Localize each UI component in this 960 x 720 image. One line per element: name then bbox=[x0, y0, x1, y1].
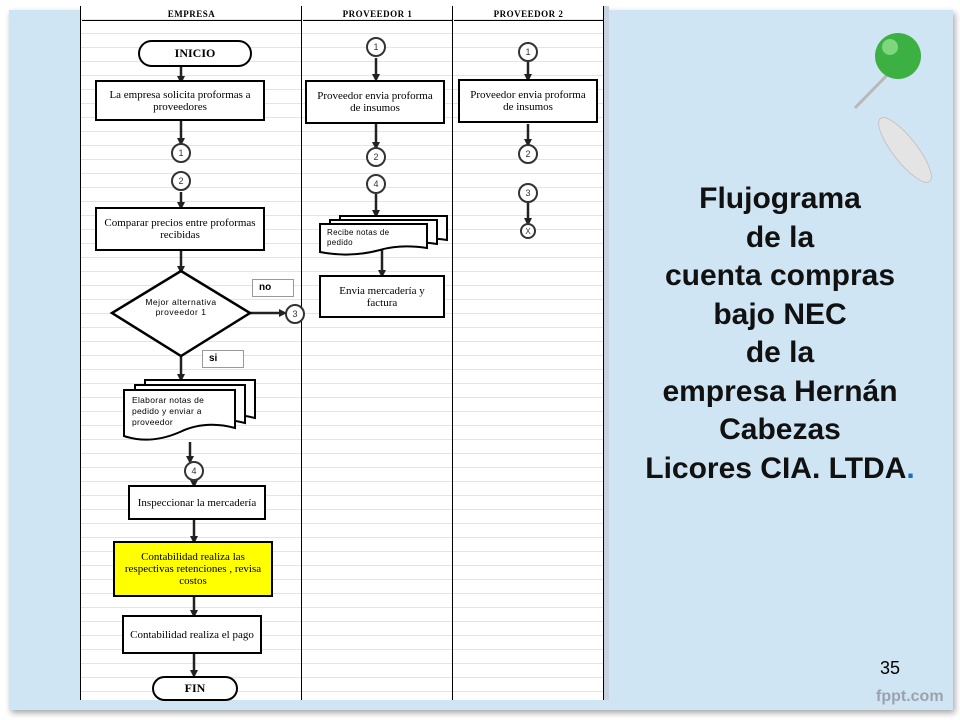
document-label-receive-orders: Recibe notas de pedido bbox=[327, 228, 390, 247]
title-line: cuenta compras bbox=[664, 259, 896, 292]
process-inspect-merchandise: Inspeccionar la mercadería bbox=[128, 485, 266, 520]
title-last-line: Licores CIA. LTDA. bbox=[610, 450, 950, 489]
title-period: . bbox=[906, 451, 915, 485]
brand-watermark: fppt.com bbox=[876, 688, 944, 705]
connector-4: 4 bbox=[366, 174, 386, 194]
process-request-proformas: La empresa solicita proformas a proveedo… bbox=[95, 80, 265, 121]
process-compare-prices: Comparar precios entre proformas recibid… bbox=[95, 207, 265, 251]
decision-label: Mejor alternativa proveedor 1 bbox=[145, 297, 217, 317]
connector-1: 1 bbox=[518, 42, 538, 62]
connector-1: 1 bbox=[366, 37, 386, 57]
process-accounting-payment: Contabilidad realiza el pago bbox=[122, 615, 262, 654]
si-label: si bbox=[202, 350, 244, 368]
connector-3: 3 bbox=[285, 304, 305, 324]
end-terminal: FIN bbox=[152, 676, 238, 701]
decision-diamond bbox=[109, 269, 253, 358]
process-supplier-sends-proforma: Proveedor envia proforma de insumos bbox=[305, 80, 445, 124]
title-line: Cabezas bbox=[719, 413, 841, 446]
lane-header-empresa: EMPRESA bbox=[82, 8, 301, 21]
title-line: Licores CIA. LTDA bbox=[645, 451, 907, 485]
connector-2: 2 bbox=[171, 171, 191, 191]
title-line: de la bbox=[745, 220, 815, 254]
page-number: 35 bbox=[880, 658, 901, 678]
lane-header-proveedor-2: PROVEEDOR 2 bbox=[454, 8, 603, 21]
document-stack-empresa bbox=[123, 379, 256, 441]
document-stack-proveedor-1 bbox=[319, 215, 448, 256]
title-line: Flujograma bbox=[699, 182, 861, 215]
process-accounting-withholdings: Contabilidad realiza las respectivas ret… bbox=[113, 541, 273, 597]
slide-title: Flujograma de la cuenta compras bajo NEC… bbox=[610, 180, 950, 488]
lane-divider bbox=[301, 6, 302, 700]
process-supplier-sends-proforma: Proveedor envia proforma de insumos bbox=[458, 79, 598, 123]
connector-2: 2 bbox=[518, 144, 538, 164]
terminator-x: X bbox=[520, 223, 536, 239]
no-label: no bbox=[252, 279, 294, 297]
lane-divider bbox=[603, 6, 604, 700]
connector-4: 4 bbox=[184, 461, 204, 481]
push-pin-icon bbox=[853, 33, 932, 183]
process-send-merchandise: Envia mercadería y factura bbox=[319, 275, 445, 318]
start-terminal: INICIO bbox=[138, 40, 252, 67]
document-label-order-notes: Elaborar notas de pedido y enviar a prov… bbox=[132, 395, 205, 427]
lane-divider bbox=[452, 6, 453, 700]
title-line: de la bbox=[745, 336, 815, 369]
lane-header-proveedor-1: PROVEEDOR 1 bbox=[303, 8, 452, 21]
title-line: bajo NEC bbox=[713, 297, 847, 331]
connector-3: 3 bbox=[518, 183, 538, 203]
connector-1: 1 bbox=[171, 143, 191, 163]
title-line: empresa Hernán bbox=[662, 374, 898, 408]
connector-2: 2 bbox=[366, 147, 386, 167]
